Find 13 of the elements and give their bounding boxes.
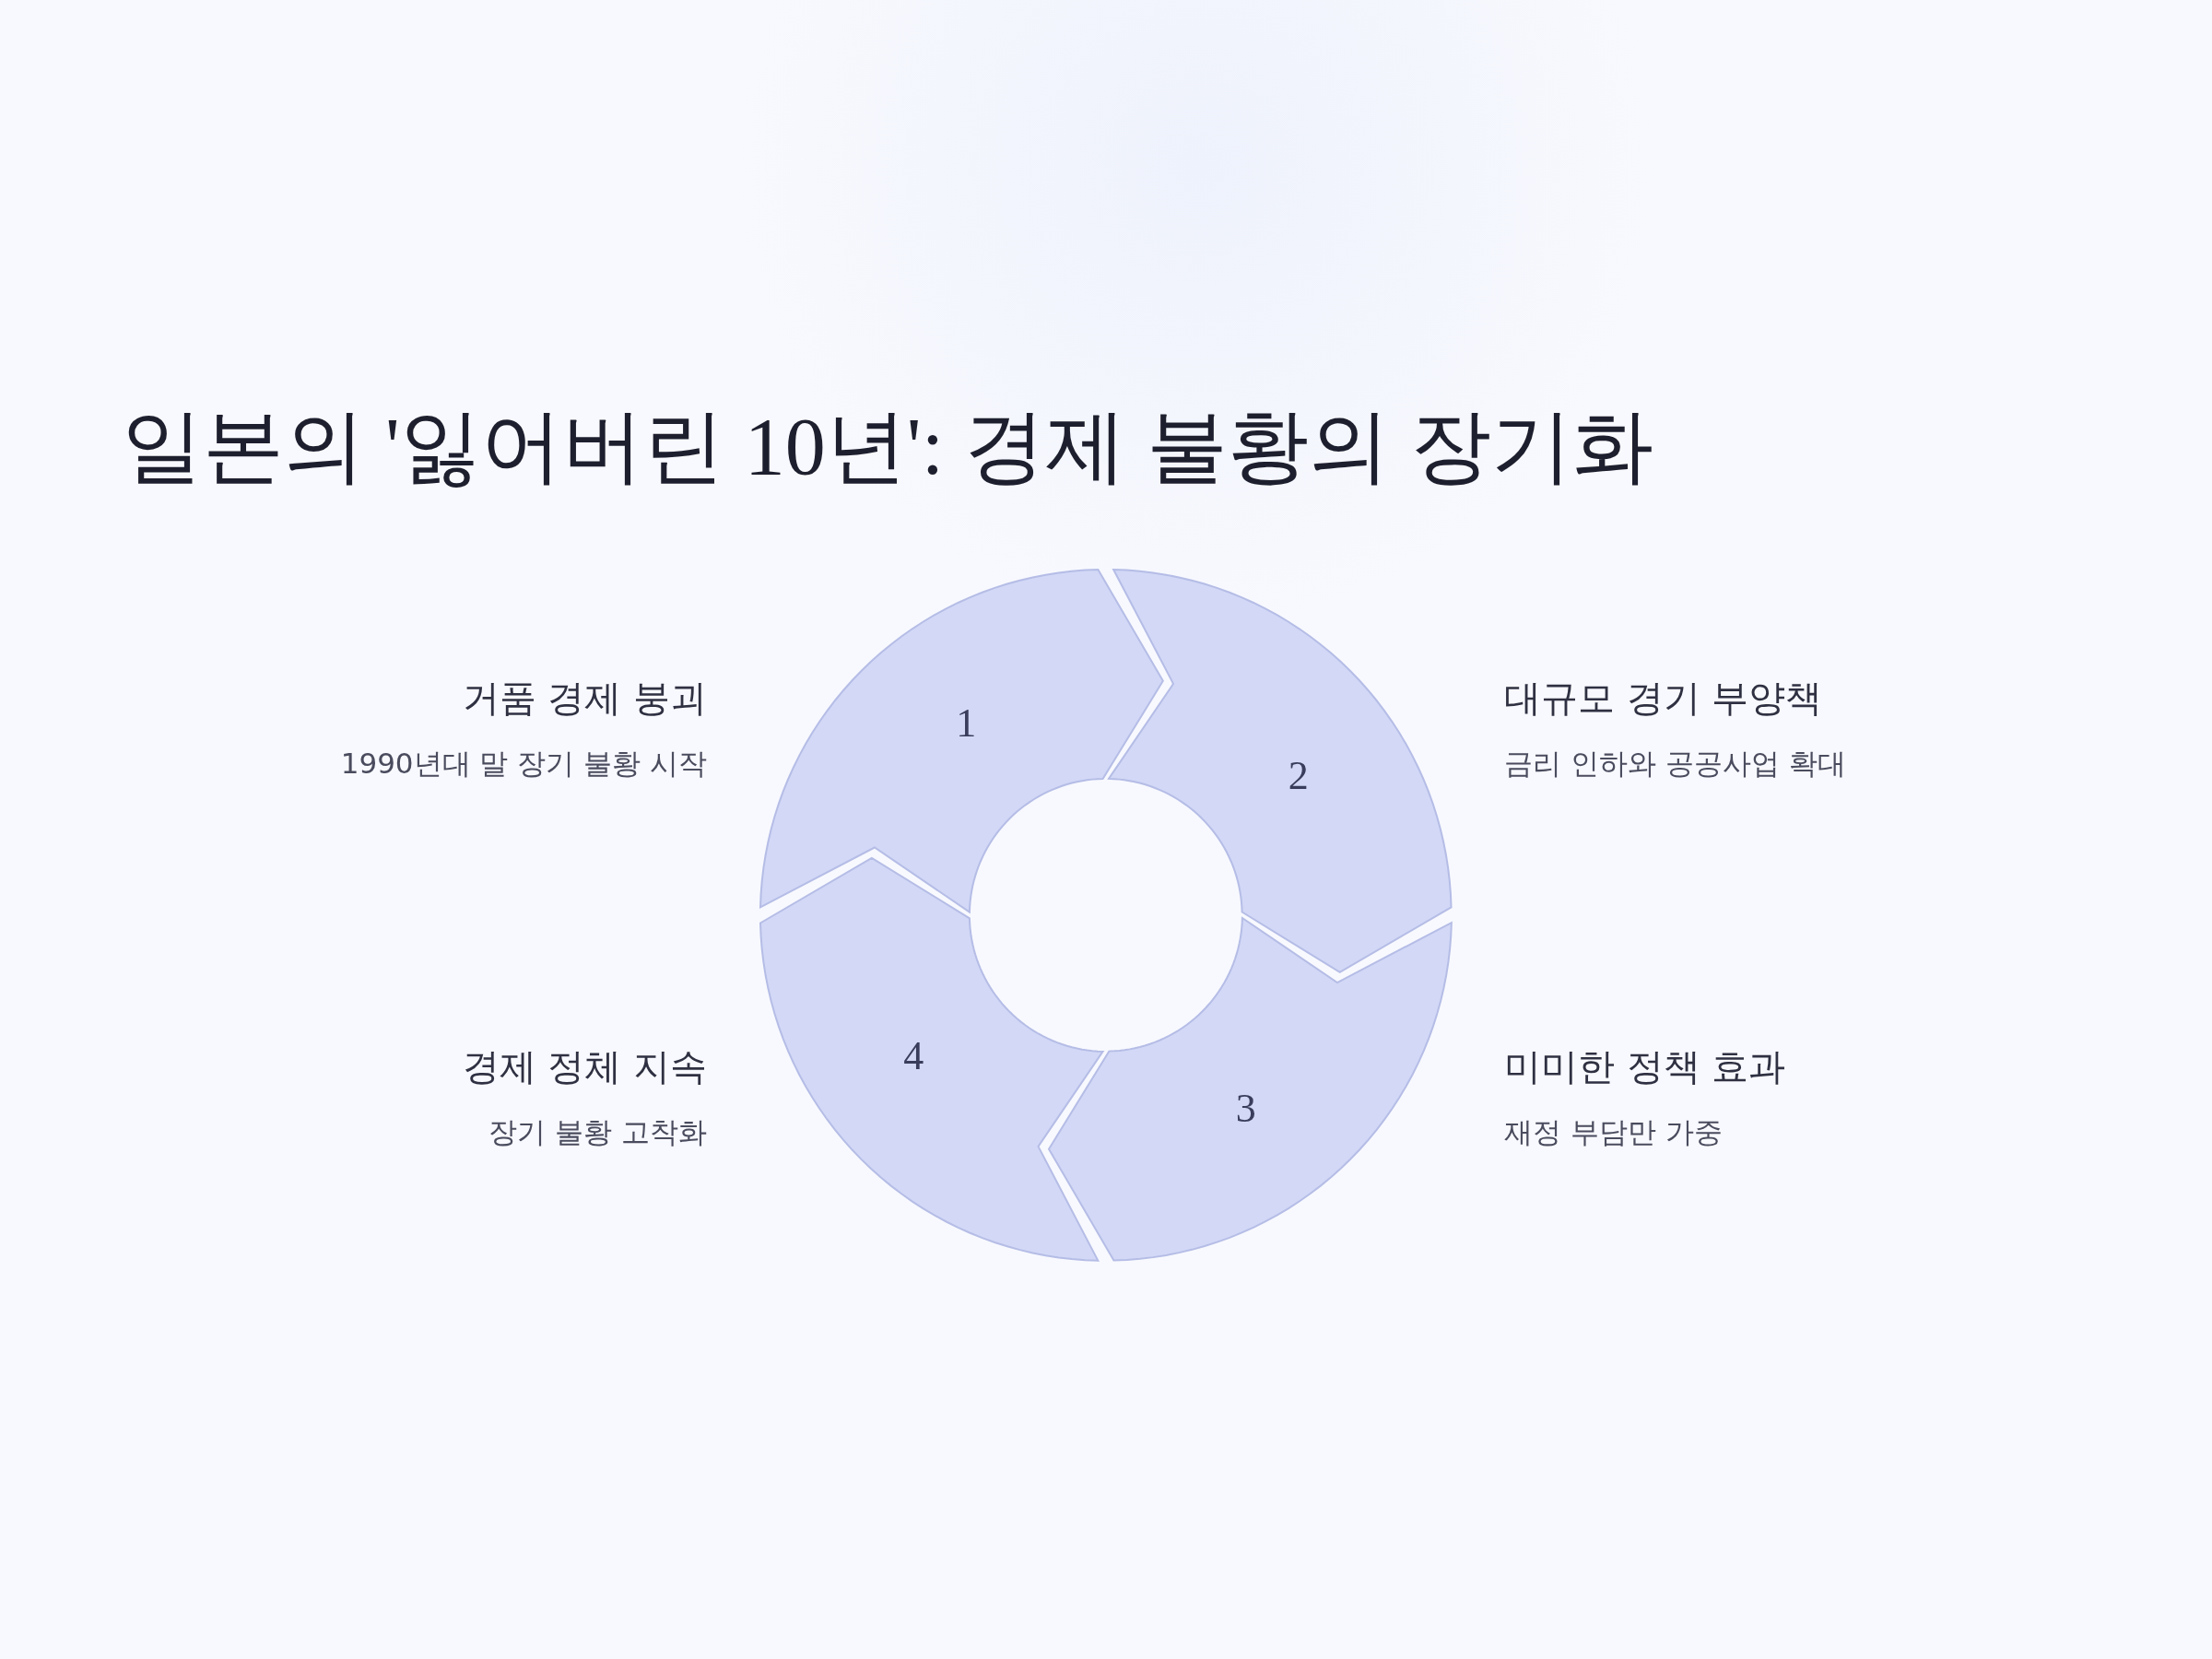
step-heading: 거품 경제 붕괴 xyxy=(462,676,707,721)
title: 일본의 '잃어버린 10년': 경제 불황의 장기화 xyxy=(122,401,1654,493)
step-number: 3 xyxy=(1235,1084,1256,1132)
step-number: 1 xyxy=(956,699,977,747)
step-number: 2 xyxy=(1288,751,1309,799)
step-description: 장기 불황 고착화 xyxy=(488,1114,707,1150)
step-number: 4 xyxy=(903,1031,924,1079)
step-description: 재정 부담만 가중 xyxy=(1504,1114,1723,1150)
step-heading: 경제 정체 지속 xyxy=(462,1044,707,1089)
step-description: 금리 인하와 공공사업 확대 xyxy=(1504,746,1846,782)
step-description: 1990년대 말 장기 불황 시작 xyxy=(340,746,707,782)
step-heading: 미미한 정책 효과 xyxy=(1504,1044,1786,1089)
step-heading: 대규모 경기 부양책 xyxy=(1504,676,1823,721)
